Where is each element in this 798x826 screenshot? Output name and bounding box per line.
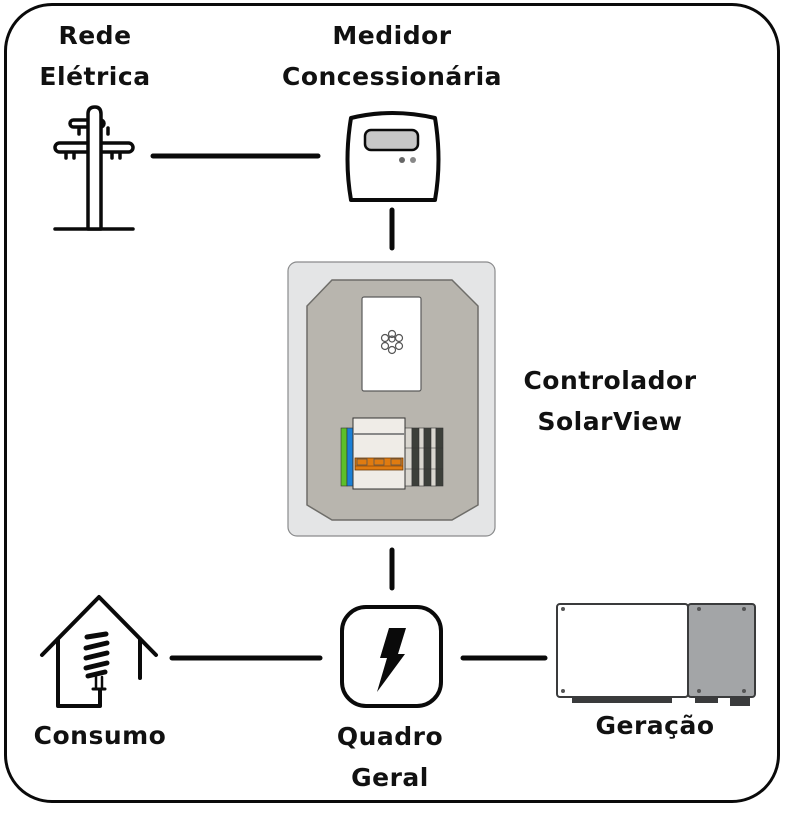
controller-label-line2: SolarView (537, 407, 683, 436)
controller-label: Controlador SolarView (510, 360, 710, 442)
lightning-bolt-icon (340, 605, 443, 708)
inverter-icon (556, 603, 756, 706)
panel-label: Quadro Geral (315, 716, 465, 798)
solarview-logo-icon (380, 329, 404, 355)
generation-label-line1: Geração (595, 711, 715, 740)
meter-label-line1: Medidor (332, 21, 452, 50)
grid-label-line2: Elétrica (39, 62, 151, 91)
meter-label: Medidor Concessionária (262, 15, 522, 97)
terminal-green (340, 427, 348, 487)
utility-pole-icon (53, 105, 135, 231)
circuit-breaker (352, 417, 406, 490)
consumption-label: Consumo (15, 715, 185, 756)
terminal-blue (346, 427, 354, 487)
panel-label-line2: Geral (351, 763, 429, 792)
grid-label-line1: Rede (58, 21, 132, 50)
meter-label-line2: Concessionária (281, 62, 503, 91)
generation-label: Geração (580, 705, 730, 746)
controller-panel-icon (287, 261, 496, 537)
controller-label-line1: Controlador (523, 366, 697, 395)
grid-label: Rede Elétrica (20, 15, 170, 97)
house-lightbulb-icon (40, 595, 158, 708)
diagram-frame (4, 3, 780, 803)
panel-label-line1: Quadro (336, 722, 444, 751)
electric-meter-icon (345, 111, 441, 202)
terminal-block-dark (404, 427, 444, 487)
consumption-label-line1: Consumo (33, 721, 167, 750)
